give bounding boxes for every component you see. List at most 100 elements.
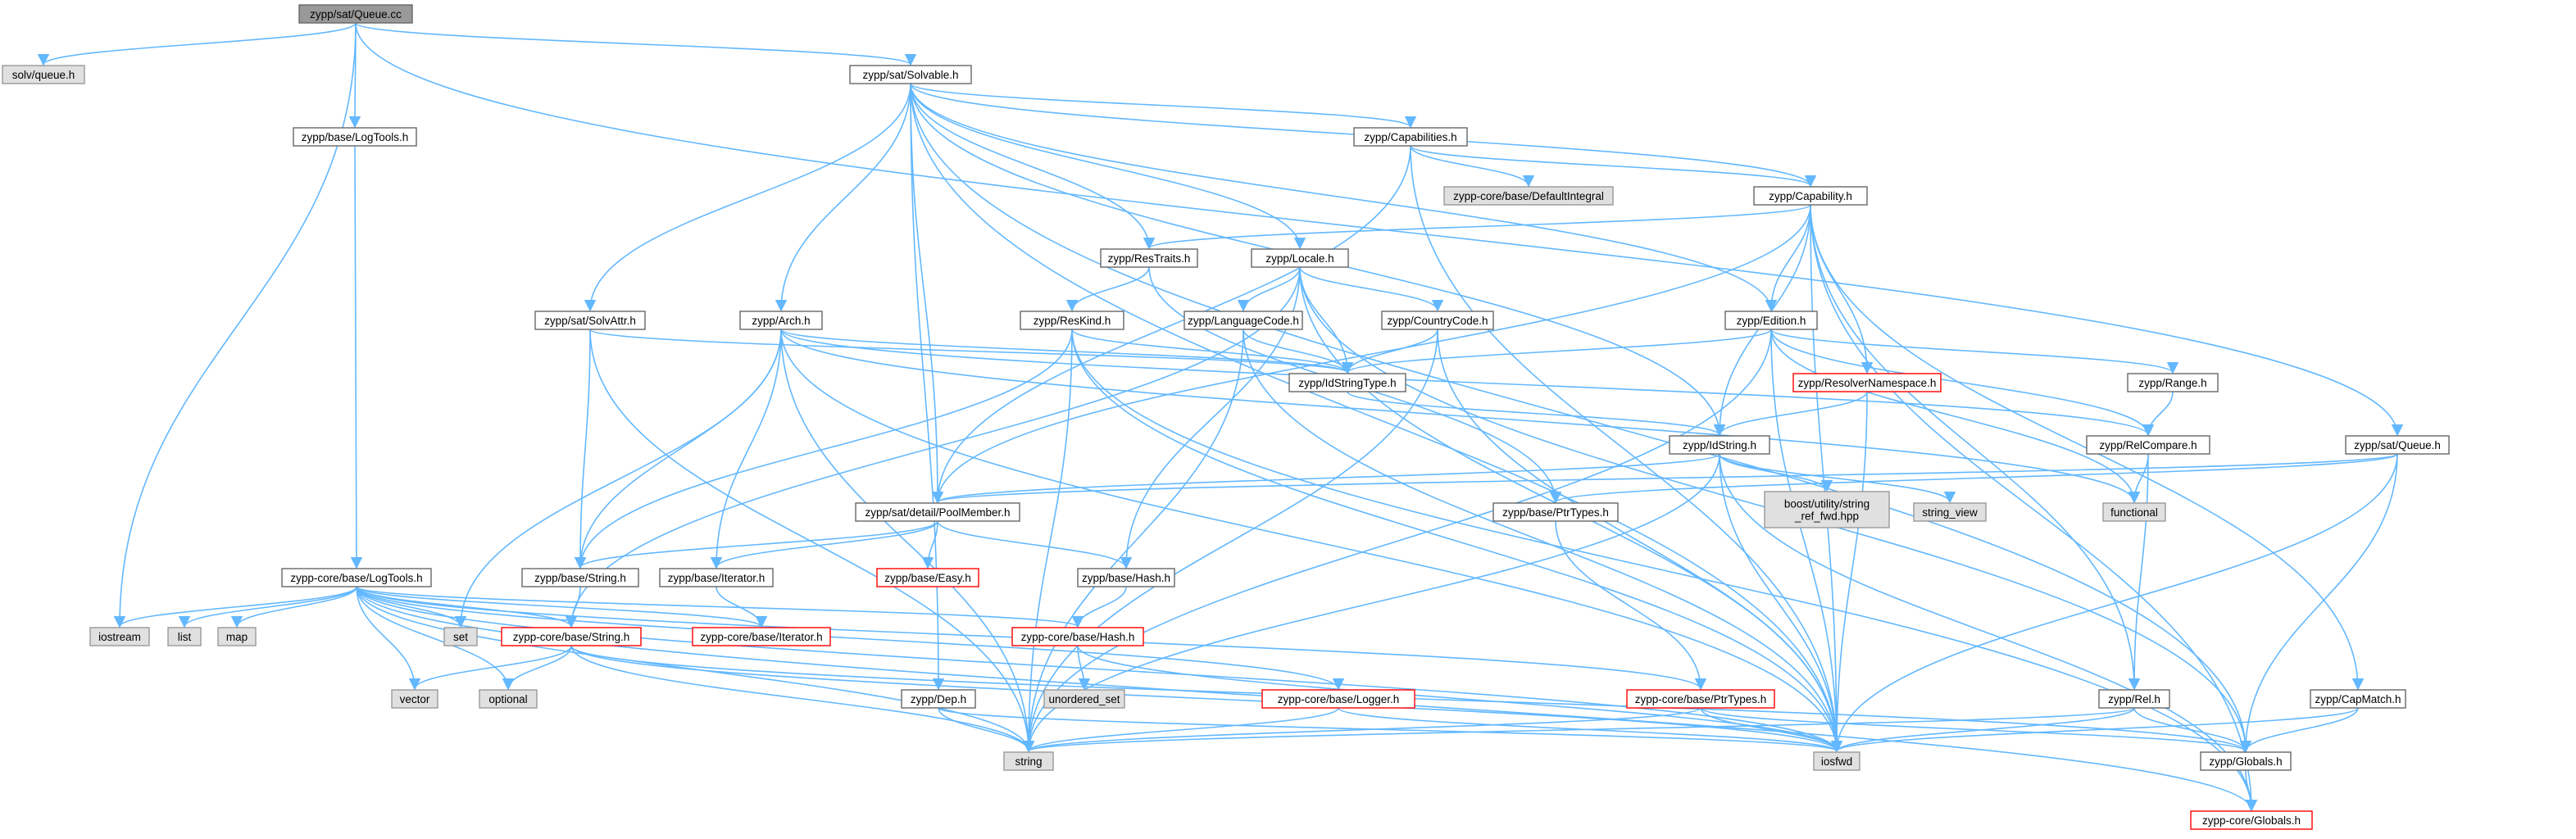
node-label: zypp/ResKind.h xyxy=(1034,315,1111,327)
edge-poolmember-to-basehash xyxy=(937,520,1133,569)
node-zypp-languagecode-h[interactable]: zypp/LanguageCode.h xyxy=(1184,311,1303,330)
node-zypp-sat-solvable-h[interactable]: zypp/sat/Solvable.h xyxy=(849,65,972,84)
edge-range-to-relcompare xyxy=(2142,391,2174,437)
edge-satqueue-to-ptrtypes xyxy=(1550,453,2398,504)
node-zypp-base-easy-h[interactable]: zypp/base/Easy.h xyxy=(876,568,979,587)
node-zypp-core-base-logger-h[interactable]: zypp-core/base/Logger.h xyxy=(1261,689,1415,709)
edge-langcode-to-iosfwd xyxy=(1243,329,1843,753)
edge-capability-to-coreglobals xyxy=(1810,204,2258,812)
nodes-layer: zypp/sat/Queue.cc solv/queue.h zypp/base/L… xyxy=(2,4,2450,830)
edge-corestring-to-vector xyxy=(408,645,572,691)
node-zypp-sat-queue-cc[interactable]: zypp/sat/Queue.cc xyxy=(298,4,413,24)
node-zypp-core-base-iterator-h[interactable]: zypp-core/base/Iterator.h xyxy=(692,627,831,646)
edge-rel-to-string xyxy=(1023,707,2135,753)
node-zypp-dep-h[interactable]: zypp/Dep.h xyxy=(901,689,976,709)
edge-locale-to-langcode xyxy=(1237,266,1301,312)
node-box xyxy=(167,627,202,646)
node-zypp-globals-h[interactable]: zypp/Globals.h xyxy=(2200,751,2292,771)
node-box xyxy=(1261,689,1415,709)
node-label: zypp/LanguageCode.h xyxy=(1188,315,1299,327)
node-zypp-locale-h[interactable]: zypp/Locale.h xyxy=(1251,248,1349,268)
node-zypp-relcompare-h[interactable]: zypp/RelCompare.h xyxy=(2086,435,2210,455)
edge-root-to-solvable xyxy=(355,22,916,66)
edge-rel-to-iosfwd xyxy=(1830,707,2135,753)
node-boost-utility-string-ref-fwd-hpp[interactable]: boost/utility/string_ref_fwd.hpp xyxy=(1764,491,1890,528)
node-zypp-countrycode-h[interactable]: zypp/CountryCode.h xyxy=(1381,311,1494,330)
node-zypp-restraits-h[interactable]: zypp/ResTraits.h xyxy=(1100,248,1198,268)
node-zypp-range-h[interactable]: zypp/Range.h xyxy=(2127,373,2219,392)
node-zypp-edition-h[interactable]: zypp/Edition.h xyxy=(1724,311,1818,330)
edge-edition-to-iosfwd xyxy=(1770,329,1843,753)
edge-poolmember-to-baseiterator xyxy=(710,520,938,569)
node-box xyxy=(1764,491,1890,528)
edge-edition-to-relcompare xyxy=(1770,329,2155,437)
node-solv-queue-h[interactable]: solv/queue.h xyxy=(2,65,85,84)
node-zypp-reskind-h[interactable]: zypp/ResKind.h xyxy=(1020,311,1124,330)
edge-solvattr-to-idstringtype xyxy=(589,329,1353,374)
node-zypp-core-base-logtools-h[interactable]: zypp-core/base/LogTools.h xyxy=(281,568,432,587)
node-label: zypp-core/base/PtrTypes.h xyxy=(1635,693,1767,705)
node-box xyxy=(1353,127,1468,147)
node-functional[interactable]: functional xyxy=(2102,502,2166,522)
node-zypp-capmatch-h[interactable]: zypp/CapMatch.h xyxy=(2310,689,2406,709)
edge-resolverns-to-idstring xyxy=(1713,391,1868,437)
node-box xyxy=(1443,186,1614,206)
node-zypp-core-base-string-h[interactable]: zypp-core/base/String.h xyxy=(501,627,642,646)
edge-countrycode-to-string xyxy=(1022,329,1438,753)
node-label: unordered_set xyxy=(1048,693,1120,705)
node-iosfwd[interactable]: iosfwd xyxy=(1813,751,1860,771)
node-box xyxy=(1251,248,1349,268)
node-map[interactable]: map xyxy=(217,627,257,646)
node-label: optional xyxy=(488,693,527,705)
node-zypp-base-ptrtypes-h[interactable]: zypp/base/PtrTypes.h xyxy=(1492,502,1619,522)
edge-solvable-to-edition xyxy=(910,83,1778,312)
node-vector[interactable]: vector xyxy=(391,689,438,709)
node-zypp-core-base-hash-h[interactable]: zypp-core/base/Hash.h xyxy=(1011,627,1144,646)
node-label: map xyxy=(226,631,248,643)
edge-dep-to-string xyxy=(938,707,1035,753)
edge-locale-to-corestring xyxy=(565,266,1301,628)
node-zypp-core-base-ptrtypes-h[interactable]: zypp-core/base/PtrTypes.h xyxy=(1626,689,1775,709)
node-zypp-capability-h[interactable]: zypp/Capability.h xyxy=(1753,186,1868,206)
node-zypp-base-logtools-h[interactable]: zypp/base/LogTools.h xyxy=(293,127,417,147)
node-zypp-capabilities-h[interactable]: zypp/Capabilities.h xyxy=(1353,127,1468,147)
node-label: zypp/Locale.h xyxy=(1265,252,1333,265)
node-label: solv/queue.h xyxy=(12,69,75,81)
node-list[interactable]: list xyxy=(167,627,202,646)
node-zypp-core-globals-h[interactable]: zypp-core/Globals.h xyxy=(2190,810,2313,830)
node-zypp-base-hash-h[interactable]: zypp/base/Hash.h xyxy=(1077,568,1175,587)
node-box xyxy=(479,689,538,709)
node-label: zypp/base/Hash.h xyxy=(1082,572,1170,584)
edge-reskind-to-iosfwd xyxy=(1071,329,1843,753)
node-iostream[interactable]: iostream xyxy=(89,627,150,646)
node-label: zypp/sat/Queue.cc xyxy=(310,8,402,20)
node-zypp-resolvernamespace-h[interactable]: zypp/ResolverNamespace.h xyxy=(1792,373,1942,392)
node-zypp-idstringtype-h[interactable]: zypp/IdStringType.h xyxy=(1288,373,1406,392)
node-zypp-core-base-defaultintegral[interactable]: zypp-core/base/DefaultIntegral xyxy=(1443,186,1614,206)
node-zypp-arch-h[interactable]: zypp/Arch.h xyxy=(739,311,823,330)
node-set[interactable]: set xyxy=(443,627,478,646)
node-zypp-base-string-h[interactable]: zypp/base/String.h xyxy=(521,568,639,587)
node-box xyxy=(1043,689,1125,709)
edge-root-to-iostream xyxy=(113,22,357,628)
node-unordered-set[interactable]: unordered_set xyxy=(1043,689,1125,709)
node-box xyxy=(876,568,979,587)
node-box xyxy=(1100,248,1198,268)
node-zypp-rel-h[interactable]: zypp/Rel.h xyxy=(2098,689,2170,709)
node-box xyxy=(89,627,150,646)
node-zypp-sat-solvattr-h[interactable]: zypp/sat/SolvAttr.h xyxy=(534,311,646,330)
edge-solvable-to-iosfwd xyxy=(910,83,1843,753)
node-string[interactable]: string xyxy=(1003,751,1054,771)
node-label: zypp/Dep.h xyxy=(911,693,966,705)
node-box xyxy=(1077,568,1175,587)
node-zypp-sat-detail-poolmember-h[interactable]: zypp/sat/detail/PoolMember.h xyxy=(855,502,1020,522)
node-zypp-base-iterator-h[interactable]: zypp/base/Iterator.h xyxy=(659,568,774,587)
node-zypp-idstring-h[interactable]: zypp/IdString.h xyxy=(1669,435,1770,455)
edge-satqueue-to-poolmember xyxy=(932,453,2398,504)
node-string-view[interactable]: string_view xyxy=(1913,502,1987,522)
edge-capabilities-to-poolmember xyxy=(931,145,1411,504)
node-zypp-sat-queue-h[interactable]: zypp/sat/Queue.h xyxy=(2345,435,2450,455)
node-optional[interactable]: optional xyxy=(479,689,538,709)
edge-corehash-to-iosfwd xyxy=(1077,645,1842,753)
edge-solvable-to-restraits xyxy=(910,83,1156,250)
